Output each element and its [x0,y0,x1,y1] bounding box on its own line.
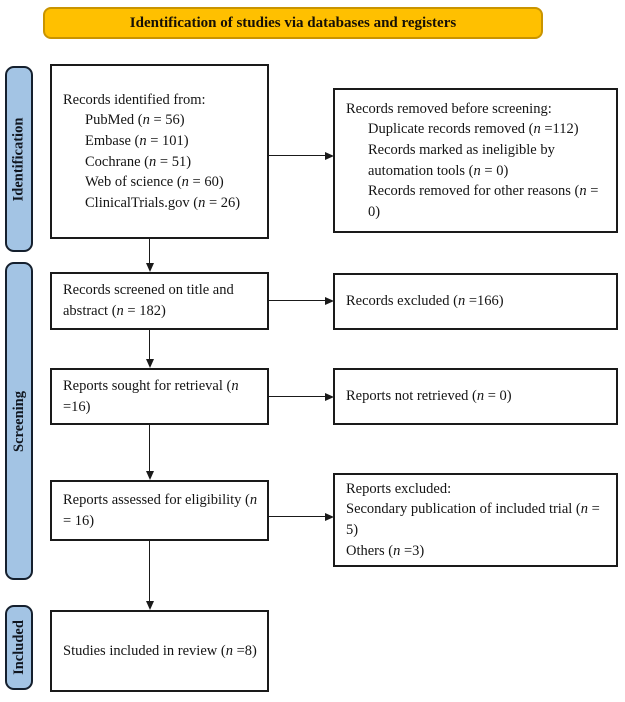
reports-assessed-text: Reports assessed for eligibility (n = 16… [63,491,258,529]
reports-excluded-title: Reports excluded: [346,480,452,497]
box-records-removed: Records removed before screening: Duplic… [333,88,618,233]
arrow-identified-to-screened [146,239,154,272]
records-identified-item: PubMed (n = 56) [85,112,185,129]
records-identified-item: Web of science (n = 60) [85,174,224,191]
reports-excluded-reason: Secondary publication of included trial … [346,501,600,538]
stage-identification: Identification [5,66,33,252]
records-removed-item: Records removed for other reasons (n = 0… [368,183,599,220]
arrow-assessed-to-reports-excluded [269,513,334,521]
records-excluded-text: Records excluded (n =166) [346,293,504,310]
stage-screening-label: Screening [10,390,27,452]
arrow-screened-to-sought [146,330,154,368]
arrow-assessed-to-included [146,541,154,610]
records-identified-item: Embase (n = 101) [85,132,189,149]
stage-identification-label: Identification [10,117,27,201]
reports-excluded-reason: Others (n =3) [346,542,425,559]
box-studies-included: Studies included in review (n =8) [50,610,269,692]
box-reports-sought: Reports sought for retrieval (n =16) [50,368,269,425]
box-records-identified: Records identified from: PubMed (n = 56)… [50,64,269,239]
stage-included: Included [5,605,33,690]
arrow-screened-to-excluded [269,297,334,305]
box-reports-excluded: Reports excluded: Secondary publication … [333,473,618,567]
reports-not-retrieved-text: Reports not retrieved (n = 0) [346,388,512,405]
records-removed-item: Records marked as ineligible by automati… [368,141,555,179]
box-records-excluded: Records excluded (n =166) [333,273,618,330]
arrow-sought-to-assessed [146,425,154,480]
box-reports-assessed: Reports assessed for eligibility (n = 16… [50,480,269,541]
records-removed-title: Records removed before screening: [346,100,552,117]
arrow-sought-to-not-retrieved [269,393,334,401]
banner: Identification of studies via databases … [43,7,543,39]
banner-label: Identification of studies via databases … [129,14,457,31]
records-identified-item: ClinicalTrials.gov (n = 26) [85,194,241,211]
records-screened-text: Records screened on title and abstract (… [63,282,234,319]
records-identified-title: Records identified from: [63,91,206,108]
records-removed-item: Duplicate records removed (n =112) [368,121,579,138]
box-records-screened: Records screened on title and abstract (… [50,272,269,330]
arrow-identified-to-removed [269,152,334,160]
stage-included-label: Included [10,620,27,675]
studies-included-text: Studies included in review (n =8) [63,642,257,659]
reports-sought-text: Reports sought for retrieval (n =16) [63,377,239,415]
box-reports-not-retrieved: Reports not retrieved (n = 0) [333,368,618,425]
stage-screening: Screening [5,262,33,580]
records-identified-item: Cochrane (n = 51) [85,153,192,170]
